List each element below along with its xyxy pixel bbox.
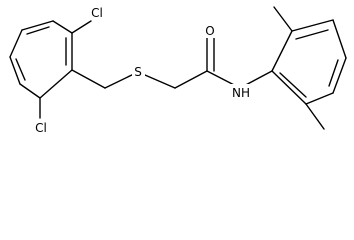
atom-labels: Cl Cl S O NH — [30, 4, 253, 135]
chlorine-label-top: Cl — [91, 6, 103, 20]
bond — [71, 20, 92, 34]
bond — [9, 56, 21, 85]
bond — [21, 20, 54, 31]
amide-nh-label: NH — [232, 86, 250, 100]
bond-double-inner — [15, 58, 26, 81]
bond — [273, 6, 293, 32]
bond — [39, 69, 73, 99]
molecule-structure: Cl Cl S O NH — [9, 4, 347, 135]
bond — [174, 70, 208, 89]
bond — [291, 19, 334, 32]
bond — [271, 70, 307, 105]
bond-double-inner — [279, 72, 307, 98]
bond-double-inner — [295, 29, 329, 40]
bond — [305, 92, 334, 105]
bond — [19, 83, 41, 99]
bond — [305, 103, 325, 130]
bond — [71, 69, 106, 89]
bonds — [9, 6, 347, 130]
bond — [271, 30, 293, 72]
bond — [332, 19, 347, 59]
sulfur-label: S — [134, 65, 142, 79]
bond-double-inner — [328, 59, 339, 87]
chlorine-label-bottom: Cl — [35, 121, 47, 135]
bond — [52, 20, 73, 34]
bond-double-inner — [26, 26, 50, 35]
bond — [9, 29, 23, 58]
bond — [332, 57, 347, 94]
oxygen-label: O — [205, 24, 214, 38]
